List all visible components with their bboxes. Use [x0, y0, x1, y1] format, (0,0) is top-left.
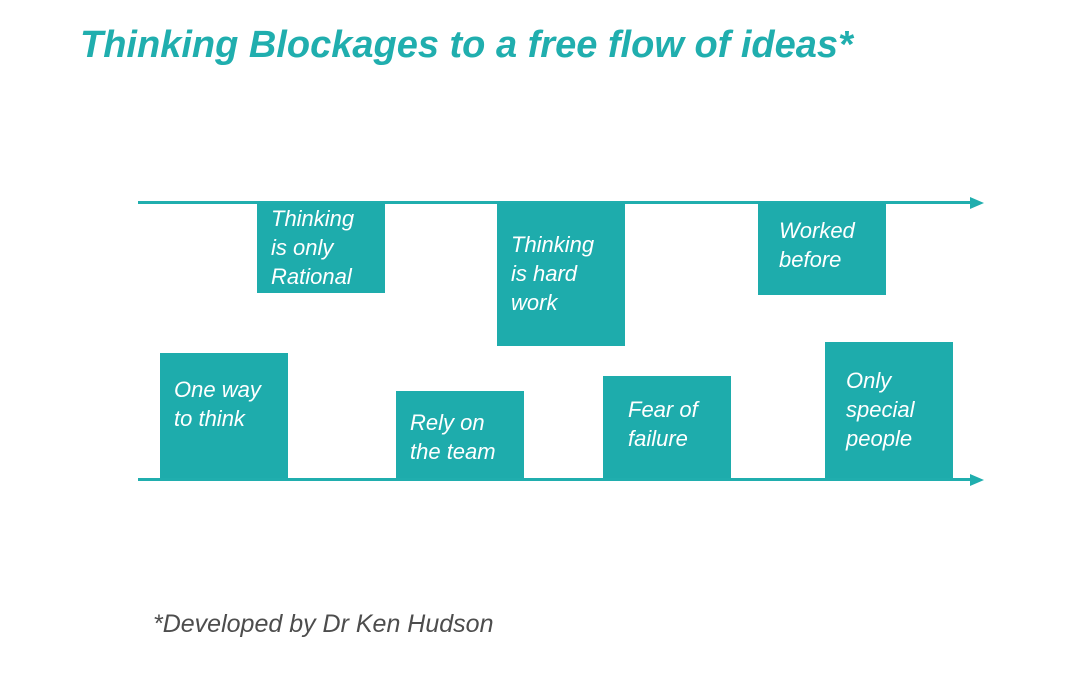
bottom-flow-arrow-line: [138, 478, 972, 481]
blockage-label: Worked before: [779, 218, 855, 272]
blockage-rely-on-team: Rely on the team: [396, 391, 524, 478]
top-arrow-head-icon: [970, 196, 984, 209]
blockage-thinking-only-rational: Thinking is only Rational: [257, 203, 385, 293]
blockage-label: Only special people: [846, 368, 915, 451]
blockage-worked-before: Worked before: [758, 203, 886, 295]
blockage-one-way-to-think: One way to think: [160, 353, 288, 478]
blockage-label: Fear of failure: [628, 397, 698, 451]
blockage-label: Rely on the team: [410, 410, 496, 464]
blockage-label: Thinking is hard work: [511, 232, 595, 315]
top-flow-arrow-line: [138, 201, 972, 204]
blockage-thinking-hard-work: Thinking is hard work: [497, 203, 625, 346]
blockage-fear-of-failure: Fear of failure: [603, 376, 731, 478]
bottom-arrow-head-icon: [970, 473, 984, 486]
slide-title: Thinking Blockages to a free flow of ide…: [80, 24, 853, 66]
footnote: *Developed by Dr Ken Hudson: [153, 610, 494, 638]
blockage-label: One way to think: [174, 377, 261, 431]
blockage-label: Thinking is only Rational: [271, 206, 355, 289]
blockage-only-special-people: Only special people: [825, 342, 953, 478]
